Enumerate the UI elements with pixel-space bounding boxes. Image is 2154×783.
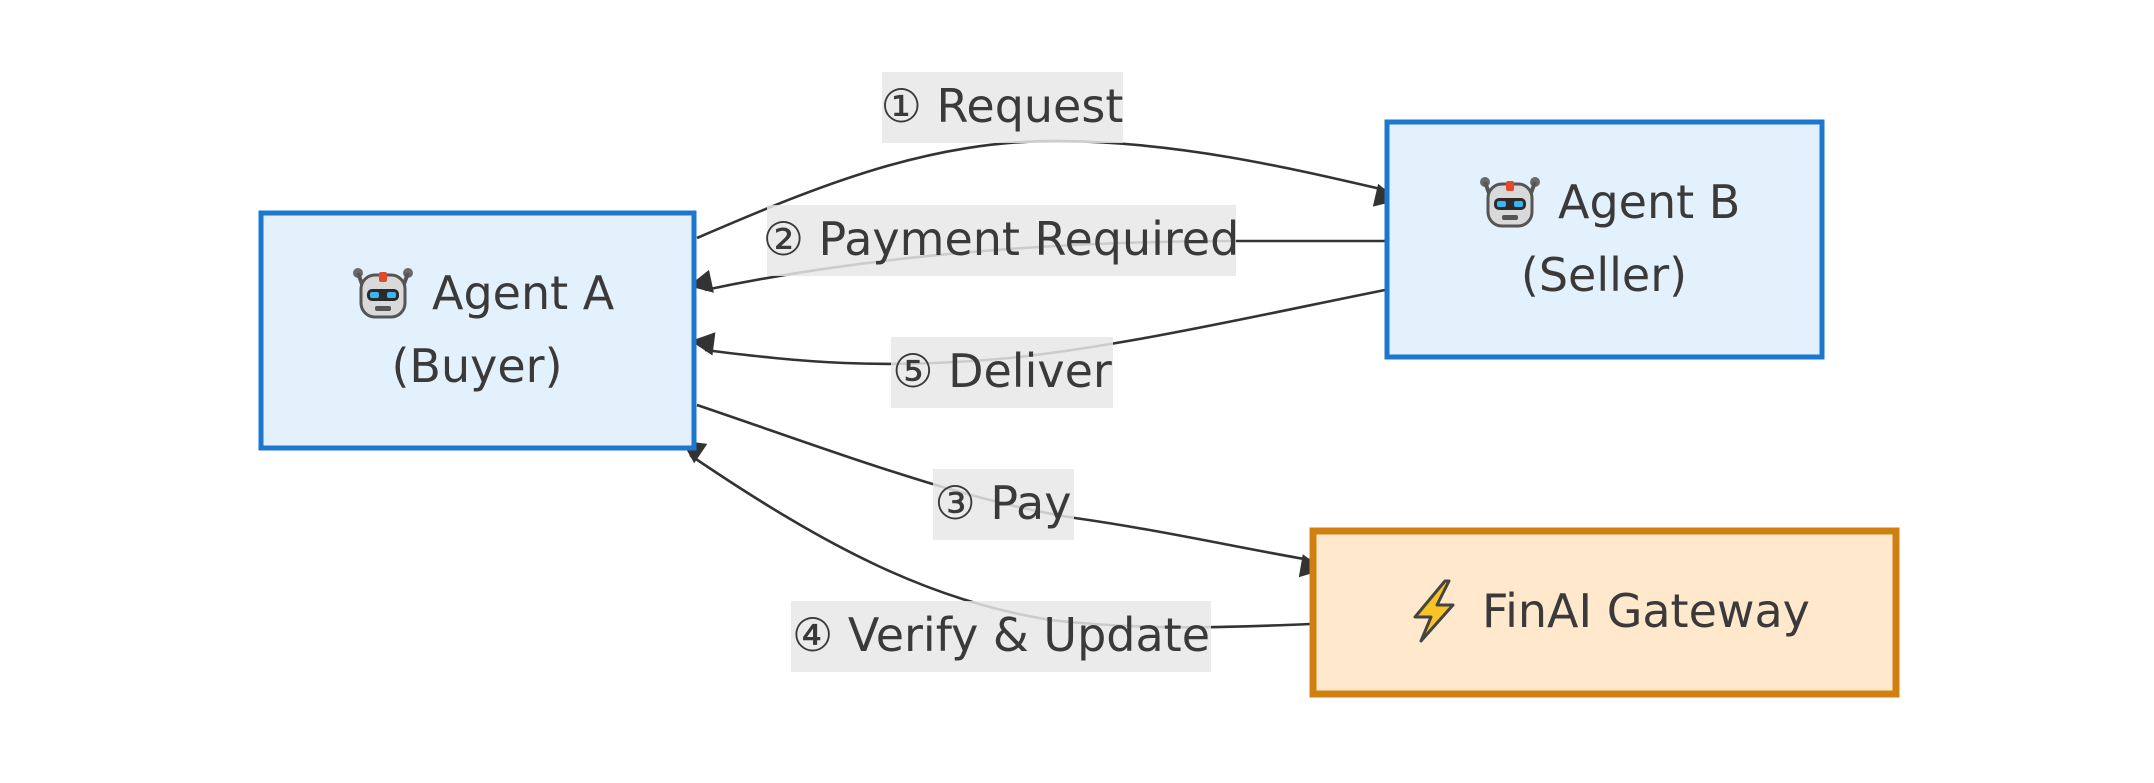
node-agent-b-title: Agent B bbox=[1558, 175, 1740, 229]
node-agent-b[interactable]: Agent B (Seller) bbox=[1384, 119, 1825, 360]
node-agent-b-box bbox=[1384, 119, 1825, 360]
edge-label-pay: ③ Pay bbox=[933, 469, 1074, 540]
edge-labels: ① Request ② Payment Required ⑤ Deliver ③… bbox=[763, 72, 1240, 672]
node-agent-a-box bbox=[258, 210, 697, 451]
edge-label-request-text: ① Request bbox=[881, 79, 1124, 133]
robot-icon bbox=[1480, 177, 1540, 228]
edge-label-bg bbox=[767, 205, 1236, 276]
edge-label-bg bbox=[882, 72, 1123, 143]
robot-icon bbox=[353, 268, 413, 319]
node-agent-a[interactable]: Agent A (Buyer) bbox=[258, 210, 697, 451]
node-gateway-label: FinAI Gateway bbox=[1482, 584, 1810, 638]
edge-label-payment-required: ② Payment Required bbox=[763, 205, 1240, 276]
node-gateway-box bbox=[1309, 527, 1900, 698]
edge-label-verify-update-text: ④ Verify & Update bbox=[792, 608, 1210, 662]
node-finai-gateway[interactable]: FinAI Gateway bbox=[1309, 527, 1900, 698]
edge-label-bg bbox=[791, 601, 1211, 672]
node-agent-a-subtitle: (Buyer) bbox=[391, 339, 562, 393]
node-agent-a-title: Agent A bbox=[432, 266, 615, 320]
node-agent-b-subtitle: (Seller) bbox=[1521, 248, 1687, 302]
edge-label-pay-text: ③ Pay bbox=[935, 476, 1072, 530]
lightning-icon bbox=[1413, 579, 1455, 643]
edge-label-bg bbox=[891, 337, 1113, 408]
edge-label-request: ① Request bbox=[881, 72, 1124, 143]
edge-label-verify-update: ④ Verify & Update bbox=[791, 601, 1211, 672]
edge-label-deliver: ⑤ Deliver bbox=[891, 337, 1113, 408]
edge-label-deliver-text: ⑤ Deliver bbox=[892, 344, 1112, 398]
edge-label-payment-required-text: ② Payment Required bbox=[763, 212, 1240, 266]
edge-label-bg bbox=[933, 469, 1074, 540]
